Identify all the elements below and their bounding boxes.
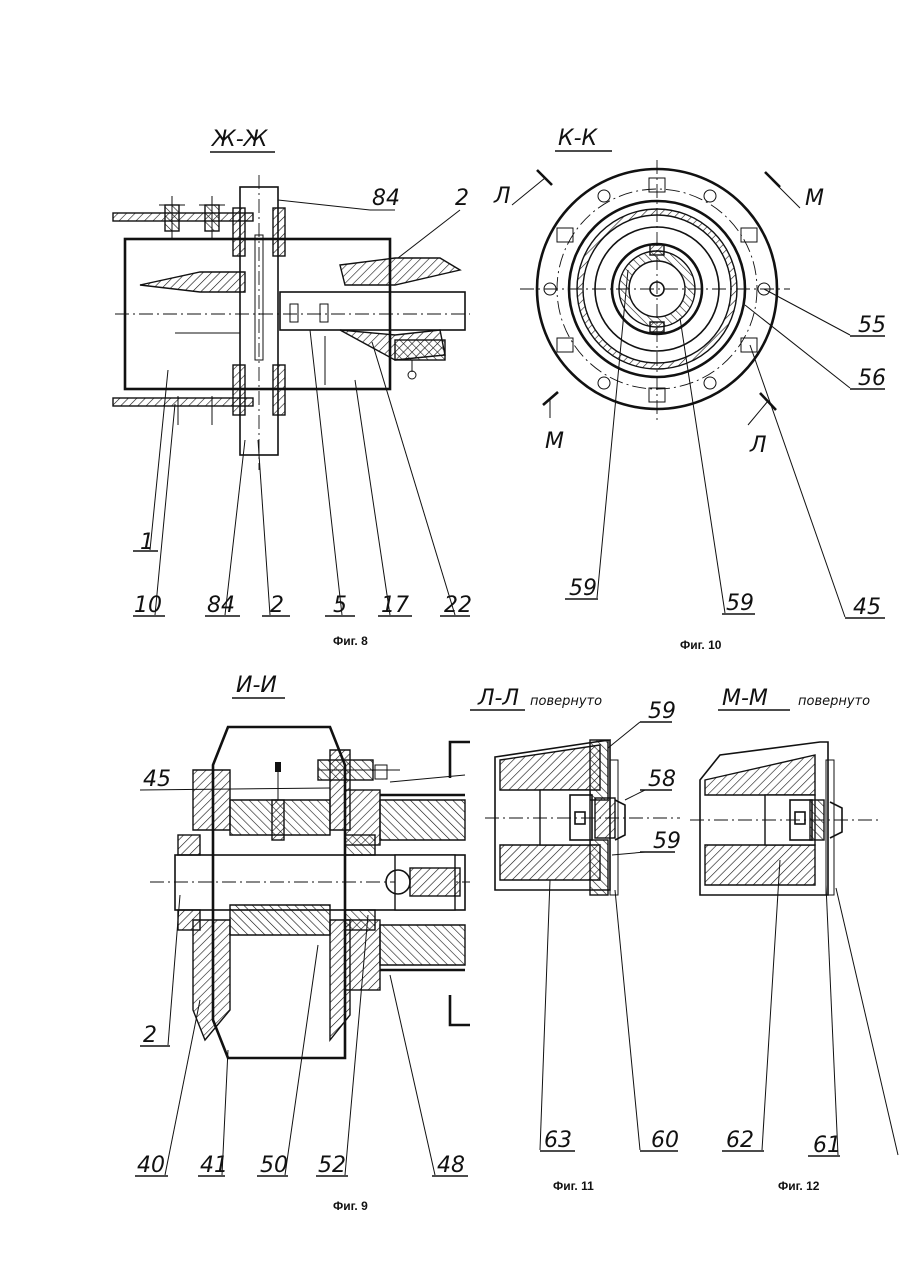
fig11-label-58: 58 — [648, 767, 676, 792]
fig11-caption: Фиг. 11 — [553, 1179, 594, 1193]
figure-10: К-К Л М М — [493, 126, 886, 652]
fig9-label-52: 52 — [318, 1153, 346, 1178]
fig9-label-2: 2 — [143, 1023, 157, 1048]
fig11-label-60: 60 — [651, 1128, 679, 1153]
fig10-section-title: К-К — [558, 126, 599, 151]
fig8-label-2-bottom: 2 — [270, 593, 284, 618]
fig10-label-59-right: 59 — [726, 591, 754, 616]
fig12-caption: Фиг. 12 — [778, 1179, 820, 1193]
fig9-label-48: 48 — [437, 1153, 465, 1178]
fig9-label-50: 50 — [260, 1153, 288, 1178]
fig8-label-1: 1 — [140, 530, 154, 555]
fig10-label-55: 55 — [858, 313, 886, 338]
fig11-section-note: повернуто — [530, 694, 602, 709]
fig8-label-10: 10 — [134, 593, 162, 618]
fig11-label-63: 63 — [544, 1128, 572, 1153]
fig10-cut-l-top: Л — [493, 184, 511, 209]
figure-11: Л-Л повернуто 59 58 59 63 60 Фиг. 11 — [470, 686, 681, 1193]
figure-8: Ж-Ж — [113, 127, 472, 648]
fig8-label-84-top: 84 — [372, 186, 400, 211]
fig8-caption: Фиг. 8 — [333, 634, 368, 648]
fig9-section-title: И-И — [236, 673, 277, 698]
fig10-cut-m-bottom: М — [545, 429, 564, 454]
fig8-section-title: Ж-Ж — [210, 127, 269, 152]
fig11-label-59-top: 59 — [648, 699, 676, 724]
fig8-label-2-top: 2 — [455, 186, 469, 211]
fig10-label-56: 56 — [858, 366, 886, 391]
fig12-section-title: М-М — [722, 686, 768, 711]
fig10-label-45: 45 — [853, 595, 881, 620]
fig10-cut-l-bottom: Л — [749, 433, 767, 458]
fig12-label-62: 62 — [726, 1128, 754, 1153]
fig11-section-title: Л-Л — [477, 686, 519, 711]
fig9-caption: Фиг. 9 — [333, 1199, 368, 1213]
fig8-label-17: 17 — [381, 593, 409, 618]
fig9-label-45: 45 — [143, 767, 171, 792]
fig8-label-84-bottom: 84 — [207, 593, 235, 618]
figure-12: М-М повернуто 62 61 Фиг. 12 — [690, 686, 898, 1193]
fig10-label-59-left: 59 — [569, 576, 597, 601]
fig8-label-5: 5 — [333, 593, 347, 618]
figure-9: И-И — [135, 673, 470, 1213]
fig9-label-41: 41 — [200, 1153, 228, 1178]
fig12-label-61: 61 — [813, 1133, 841, 1158]
fig12-section-note: повернуто — [798, 694, 870, 709]
fig8-label-22: 22 — [444, 593, 472, 618]
fig10-cut-m-top: М — [805, 186, 824, 211]
fig10-caption: Фиг. 10 — [680, 638, 722, 652]
fig9-label-40: 40 — [137, 1153, 165, 1178]
fig11-label-59-bottom: 59 — [653, 829, 681, 854]
